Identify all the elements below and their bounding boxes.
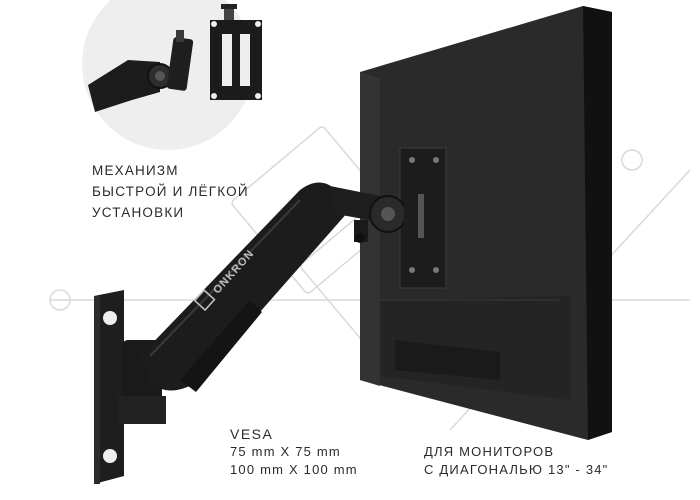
- mechanism-caption-line-1: МЕХАНИЗМ: [92, 163, 179, 178]
- monitors-caption-line-2: С ДИАГОНАЛЬЮ 13" - 34": [424, 462, 609, 477]
- mechanism-caption-line-2: БЫСТРОЙ И ЛЁГКОЙ: [92, 184, 249, 199]
- vesa-size-small: 75 mm X 75 mm: [230, 444, 341, 459]
- monitors-caption: ДЛЯ МОНИТОРОВ С ДИАГОНАЛЬЮ 13" - 34": [424, 443, 609, 479]
- tilt-head: [330, 186, 440, 246]
- vesa-title: VESA: [230, 426, 274, 442]
- inset-closeup: [82, 0, 262, 150]
- vesa-size-large: 100 mm X 100 mm: [230, 462, 358, 477]
- vesa-plate: [210, 4, 262, 100]
- monitor: [360, 6, 612, 440]
- mechanism-caption: МЕХАНИЗМ БЫСТРОЙ И ЛЁГКОЙ УСТАНОВКИ: [92, 160, 249, 223]
- vesa-caption: VESA 75 mm X 75 mm 100 mm X 100 mm: [230, 425, 358, 479]
- mechanism-caption-line-3: УСТАНОВКИ: [92, 205, 185, 220]
- monitors-caption-line-1: ДЛЯ МОНИТОРОВ: [424, 444, 555, 459]
- wall-plate: [94, 290, 124, 484]
